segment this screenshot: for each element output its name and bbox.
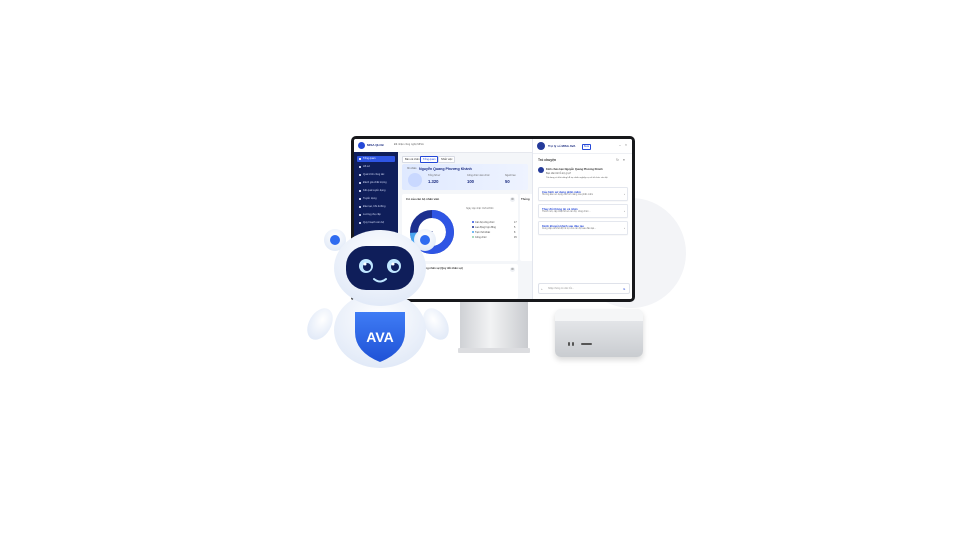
card-settings-icon[interactable]: ⚙ — [510, 197, 515, 202]
robot-shield-badge — [355, 312, 405, 362]
chat-input[interactable]: + Nhập thông tin cần hỏi... ➤ — [538, 283, 630, 294]
sidebar-item-evaluation[interactable]: Đánh giá chất lượng — [357, 180, 395, 186]
tab-reminders[interactable]: Nhắc việc — [438, 156, 456, 163]
stat-2-value: 100 — [467, 179, 474, 184]
robot-right-glint — [391, 262, 395, 266]
training-icon — [358, 205, 361, 209]
stat-1-value: 1.320 — [428, 179, 439, 184]
welcome-banner: Xin chào Nguyễn Quang Phương Khánh Tổng … — [402, 164, 528, 190]
monitor-stand — [460, 302, 528, 350]
desktop-computer — [555, 309, 643, 357]
chevron-right-icon: › — [624, 192, 625, 196]
history-icon — [358, 173, 361, 177]
card-slot-icon — [581, 343, 592, 345]
app-subtitle: Đề nhận công nghệ MISA — [394, 143, 424, 146]
suggestion-card-2[interactable]: Thay đổi thông tin cá nhân Thêm mới, cập… — [538, 204, 628, 218]
sidebar-item-planning[interactable]: Quy hoạch cán bộ — [357, 220, 395, 226]
ava-robot-mascot: AVA — [307, 229, 449, 368]
robot-right-ear-inner — [420, 235, 430, 245]
user-name: Nguyễn Quang Phương Khánh — [419, 166, 472, 171]
profile-icon — [358, 165, 361, 169]
chevron-right-icon: › — [624, 226, 625, 230]
home-icon — [358, 157, 361, 161]
welcome-text-2: Tôi đang có khả năng hỗ trợ nhiều nghiệp… — [546, 177, 608, 179]
bot-message-avatar-icon — [538, 167, 544, 173]
chart-card-title: Cơ cấu cán bộ nhân viên — [406, 197, 440, 201]
app-name: MISA QLCB — [367, 143, 384, 147]
monitor-stand-base — [458, 348, 530, 353]
welcome-text: Bạn cần tôi hỗ trợ gì ạ? — [546, 172, 571, 175]
salary-icon — [358, 213, 361, 217]
chart-card-subtitle: Ngày cập nhật: 01/11/2024 — [466, 208, 494, 210]
recruit-icon — [358, 197, 361, 201]
sidebar-item-training[interactable]: Đào tạo, bồi dưỡng — [357, 204, 395, 210]
computer-top — [555, 309, 643, 321]
robot-right-arm — [423, 308, 449, 340]
stat-3-value: 50 — [505, 179, 510, 184]
robot-left-ear-inner — [330, 235, 340, 245]
sidebar-item-work-history[interactable]: Quá trình công tác — [357, 172, 395, 178]
card-settings-icon[interactable]: ⚙ — [510, 267, 515, 272]
beta-badge: Beta — [582, 144, 591, 150]
usb-port-icon — [572, 342, 574, 346]
welcome-title: Kính chào bạn Nguyễn Quang Phương Khánh — [546, 168, 603, 171]
refresh-icon[interactable]: ↻ — [616, 158, 619, 162]
suggestion-card-1[interactable]: Cấu hình sử dụng phần mềm Hướng dẫn sử d… — [538, 187, 628, 201]
stat-1-label: Tổng hồ sơ — [428, 174, 441, 177]
sidebar-item-recruit[interactable]: Tuyển dụng — [357, 196, 395, 202]
banner-illustration — [408, 173, 422, 187]
sidebar-item-salary[interactable]: Lương phụ cấp — [357, 212, 395, 218]
send-icon[interactable]: ➤ — [623, 286, 626, 291]
robot-face-screen — [346, 246, 414, 290]
app-topbar: MISA QLCB Đề nhận công nghệ MISA — [354, 139, 532, 153]
stat-2-label: Công chức viên chức — [467, 174, 490, 177]
usb-port-icon — [568, 342, 570, 346]
robot-smile — [373, 278, 387, 283]
ava-chat-panel: Trợ lý số MISA AVA Beta – × Trò chuyện ↻… — [532, 139, 632, 299]
sidebar-item-overview[interactable]: Tổng quan — [357, 156, 395, 162]
sidebar-item-profile[interactable]: Hồ sơ — [357, 164, 395, 170]
chat-header: Trợ lý số MISA AVA Beta – × — [533, 139, 632, 154]
legend-swatch — [472, 221, 474, 224]
greeting-label: Xin chào — [407, 167, 417, 170]
chat-input-placeholder: Nhập thông tin cần hỏi... — [548, 287, 574, 290]
planning-icon — [358, 221, 361, 225]
donut-segment-2 — [410, 210, 454, 254]
close-icon[interactable]: × — [625, 143, 627, 147]
robot-label: AVA — [366, 329, 393, 345]
chat-title: Trợ lý số MISA AVA — [548, 144, 576, 148]
chat-section-title: Trò chuyện — [538, 158, 557, 162]
stat-3-label: Người lao — [505, 174, 516, 177]
side-card-title: Thống — [521, 197, 530, 201]
legend-swatch — [472, 236, 474, 239]
robot-left-glint — [363, 262, 367, 266]
minimize-icon[interactable]: – — [619, 143, 621, 147]
result-icon — [358, 189, 361, 193]
legend-swatch — [472, 231, 474, 234]
robot-left-arm — [307, 308, 333, 340]
chevron-right-icon: › — [624, 209, 625, 213]
menu-icon[interactable]: ≡ — [623, 158, 625, 162]
legend-swatch — [472, 226, 474, 229]
ava-avatar-icon — [537, 142, 545, 150]
evaluation-icon — [358, 181, 361, 185]
sidebar-item-recruit-result[interactable]: Kết quả tuyển dụng — [357, 188, 395, 194]
plus-icon[interactable]: + — [541, 286, 543, 291]
side-card: Thống — [520, 194, 534, 261]
tab-overview[interactable]: Tổng quan — [420, 156, 439, 163]
suggestion-card-3[interactable]: Kênh khuyến khích sau đào tạo Cung cấp c… — [538, 221, 628, 235]
hr-change-title: Biến động nhân sự (Quy đổi nhân sự) — [416, 267, 463, 270]
misa-logo-icon — [358, 142, 365, 149]
